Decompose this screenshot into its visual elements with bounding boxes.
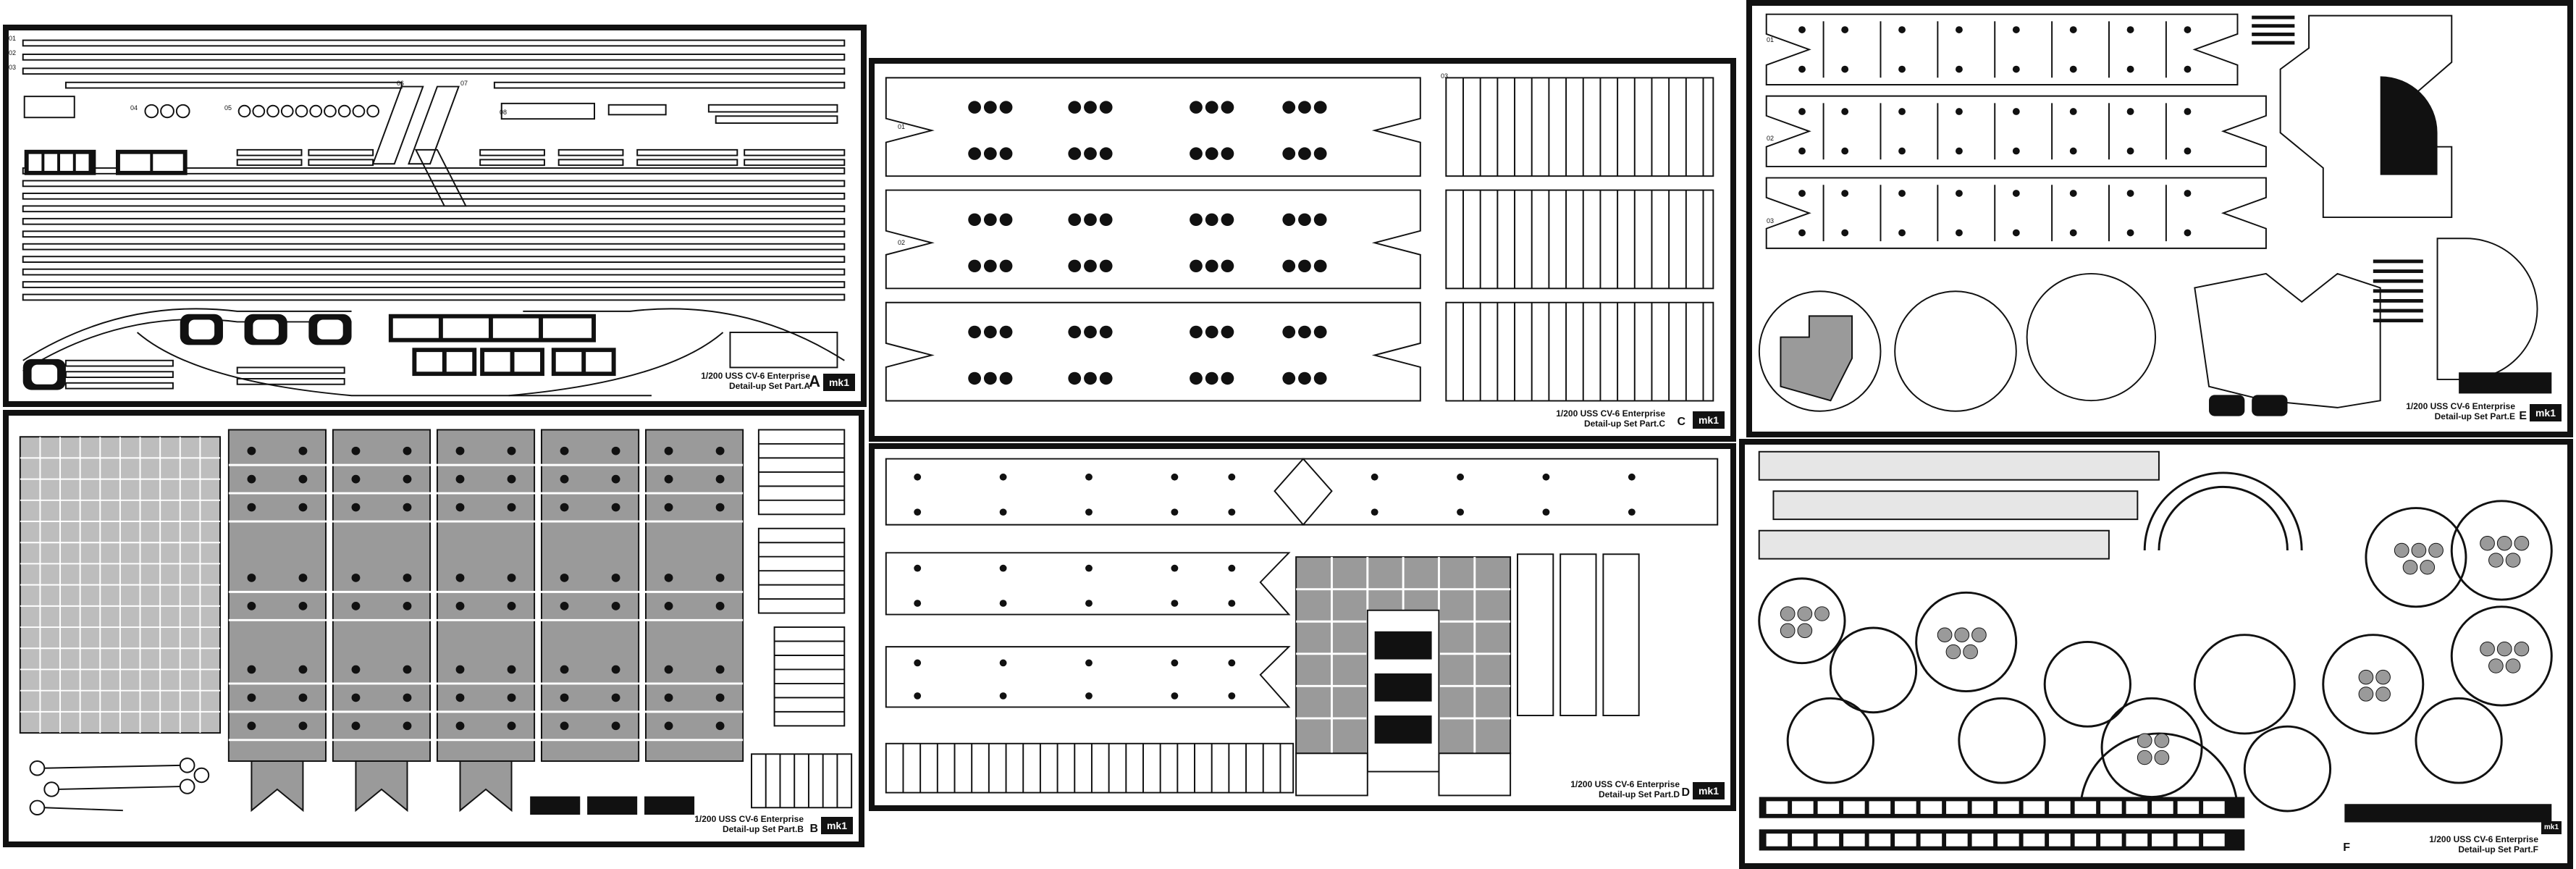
sheet-d: 1/200 USS CV-6 Enterprise Detail-up Set … [869, 443, 1736, 811]
sheet-a: 1/200 USS CV-6 Enterprise Detail-up Set … [3, 25, 867, 407]
sheet-a-caption-line2: Detail-up Set Part.A [728, 381, 810, 391]
sheet-a-caption-line1: 1/200 USS CV-6 Enterprise [701, 371, 810, 381]
sheet-a-drawing [22, 39, 846, 397]
sheet-a-logo: mk1 [823, 374, 855, 391]
sheet-a-letter: A [809, 372, 820, 390]
sheet-c-letter: C [1677, 416, 1685, 428]
sheet-e-logo: mk1 [2530, 404, 2562, 421]
sheet-f-letter: F [2343, 841, 2350, 854]
part-label-e-03: 03 [1767, 217, 1775, 224]
sheet-c-caption-line2: Detail-up Set Part.C [1583, 419, 1665, 429]
sheet-f-logo: mk1 [2541, 821, 2562, 834]
part-label-a-08: 08 [500, 109, 508, 116]
part-label-a-02: 02 [9, 49, 17, 56]
part-label-a-01: 01 [9, 35, 17, 42]
part-label-a-05: 05 [224, 104, 232, 112]
part-label-a-07: 07 [460, 80, 468, 87]
sheet-f: 1/200 USS CV-6 Enterprise Detail-up Set … [1739, 439, 2573, 869]
sheet-d-letter: D [1681, 786, 1690, 799]
sheet-d-caption: 1/200 USS CV-6 Enterprise Detail-up Set … [1570, 779, 1680, 799]
sheet-b: 1/200 USS CV-6 Enterprise Detail-up Set … [3, 410, 864, 847]
sheet-f-drawing [1758, 450, 2553, 851]
sheet-d-caption-line2: Detail-up Set Part.D [1598, 789, 1680, 799]
sheet-c-caption-line1: 1/200 USS CV-6 Enterprise [1556, 408, 1665, 419]
part-label-e-02: 02 [1767, 135, 1775, 142]
part-label-c-02: 02 [898, 239, 906, 246]
sheet-a-caption: 1/200 USS CV-6 Enterprise Detail-up Set … [701, 371, 810, 391]
sheet-f-caption-line2: Detail-up Set Part.F [2458, 844, 2538, 855]
sheet-e: 1/200 USS CV-6 Enterprise Detail-up Set … [1746, 0, 2573, 437]
sheet-f-caption-line1: 1/200 USS CV-6 Enterprise [2429, 834, 2538, 844]
sheet-c-logo: mk1 [1693, 411, 1725, 429]
sheet-d-drawing [885, 458, 1719, 797]
part-label-a-03: 03 [9, 64, 17, 71]
sheet-b-letter: B [809, 823, 818, 835]
sheet-c-caption: 1/200 USS CV-6 Enterprise Detail-up Set … [1556, 408, 1665, 429]
part-label-c-01: 01 [898, 123, 906, 130]
part-label-a-06: 06 [397, 80, 405, 87]
sheet-c-drawing [885, 77, 1714, 402]
sheet-b-caption-line1: 1/200 USS CV-6 Enterprise [694, 814, 804, 824]
sheet-e-letter: E [2519, 410, 2527, 422]
sheet-e-drawing [1758, 13, 2552, 416]
part-label-e-01: 01 [1767, 36, 1775, 43]
sheet-b-caption: 1/200 USS CV-6 Enterprise Detail-up Set … [694, 814, 804, 834]
sheet-b-logo: mk1 [821, 817, 853, 834]
sheet-e-caption: 1/200 USS CV-6 Enterprise Detail-up Set … [2406, 401, 2515, 421]
part-label-a-04: 04 [130, 104, 138, 112]
sheet-b-drawing [19, 429, 853, 815]
part-label-c-03: 03 [1441, 72, 1449, 80]
sheet-e-caption-line1: 1/200 USS CV-6 Enterprise [2406, 401, 2515, 411]
sheet-b-caption-line2: Detail-up Set Part.B [722, 824, 804, 834]
sheet-d-logo: mk1 [1693, 782, 1725, 799]
sheet-e-caption-line2: Detail-up Set Part.E [2434, 411, 2515, 421]
sheet-f-caption: 1/200 USS CV-6 Enterprise Detail-up Set … [2429, 834, 2538, 855]
sheet-d-caption-line1: 1/200 USS CV-6 Enterprise [1570, 779, 1680, 789]
sheet-c: 1/200 USS CV-6 Enterprise Detail-up Set … [869, 58, 1736, 442]
